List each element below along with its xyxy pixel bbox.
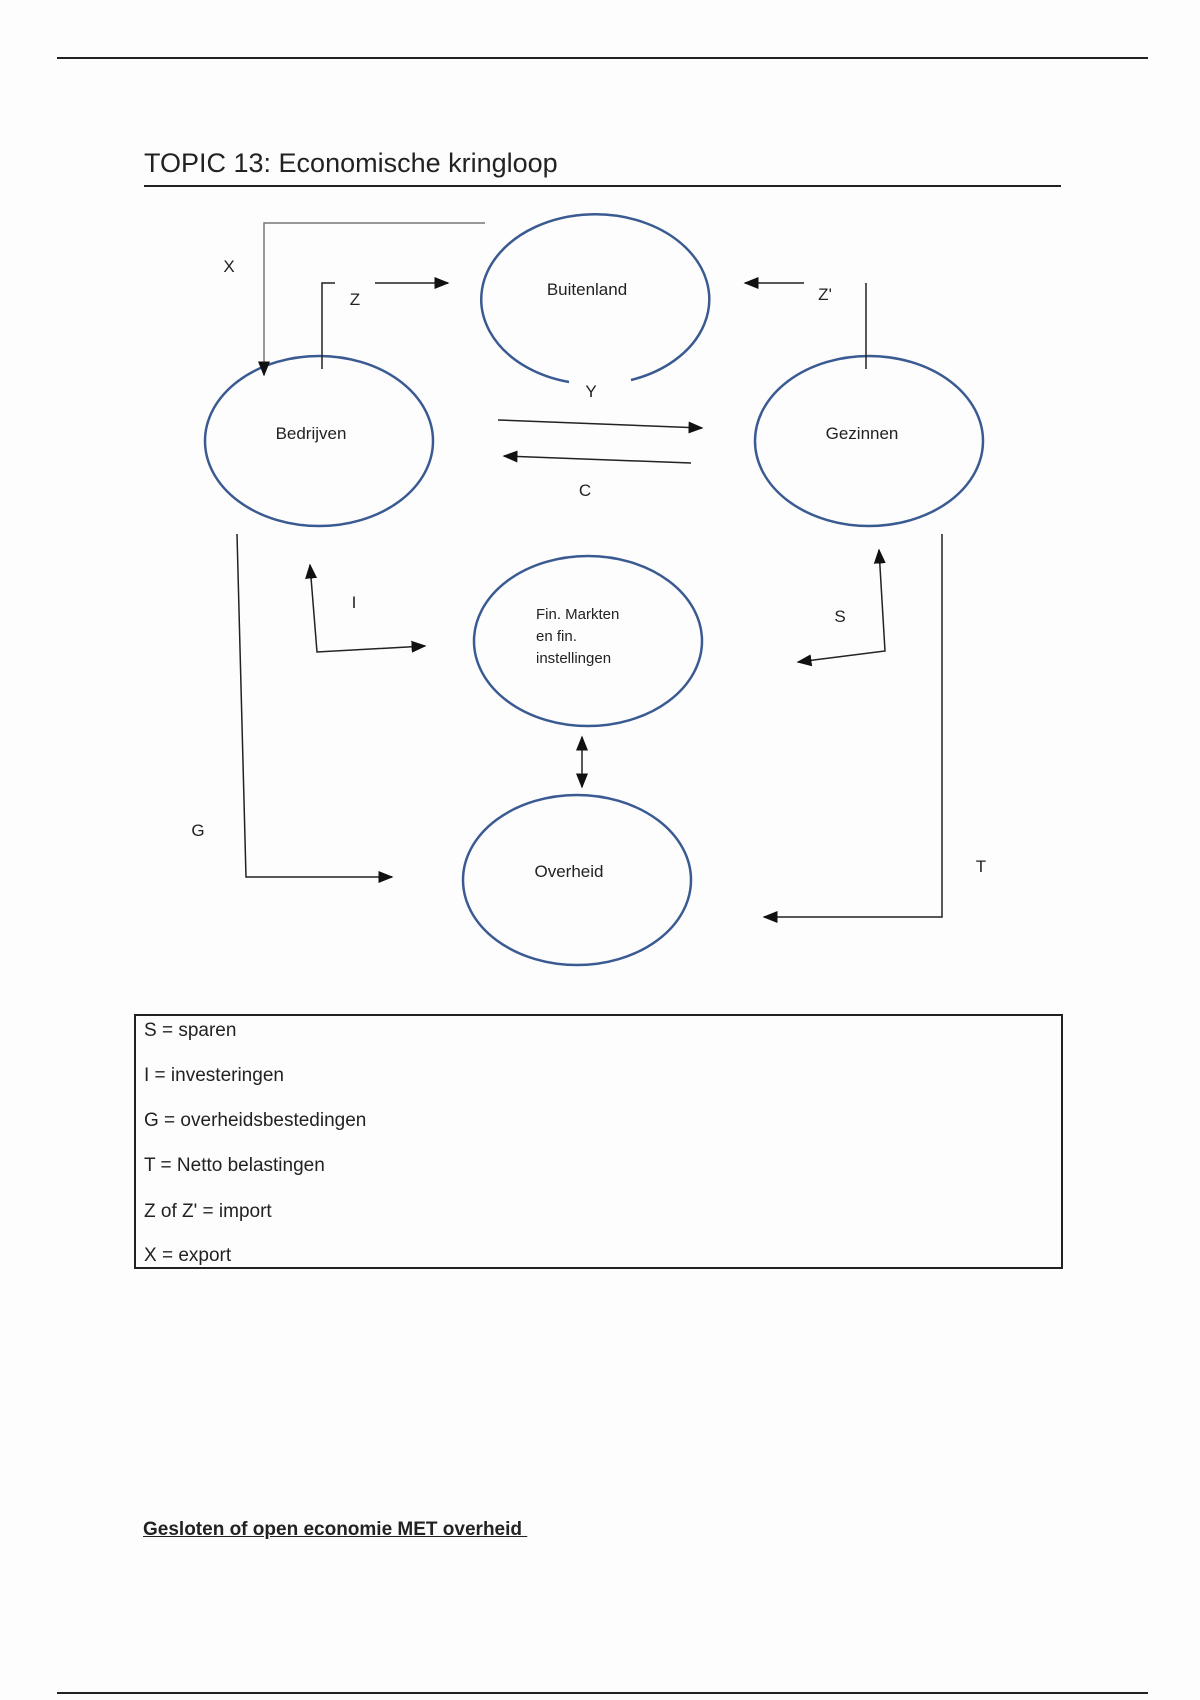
flow-s-label: S <box>834 607 846 626</box>
flow-c-arrow <box>502 450 692 464</box>
flow-z-label: Z <box>349 290 361 309</box>
legend-item: X = export <box>144 1245 232 1266</box>
flow-x-label: X <box>223 257 235 276</box>
node-bedrijven-circle <box>203 354 435 528</box>
flow-g-arrow <box>236 533 394 883</box>
circular-flow-diagram <box>203 213 985 967</box>
flow-t-label: T <box>975 857 987 876</box>
node-fin-circle <box>472 554 704 728</box>
node-buitenland-circle <box>480 213 711 384</box>
flow-y-arrow <box>497 419 704 434</box>
flow-y-label: Y <box>585 382 597 401</box>
flow-z-line <box>321 282 335 369</box>
node-gezinnen-label: Gezinnen <box>825 424 899 443</box>
legend-item: S = sparen <box>144 1020 237 1041</box>
fin-label-line: instellingen <box>536 650 612 667</box>
flow-zprime-label: Z' <box>818 285 832 304</box>
legend-box: S = sparen I = investeringen G = overhei… <box>134 1014 1063 1269</box>
legend-item: G = overheidsbestedingen <box>144 1110 367 1131</box>
title-underline <box>144 185 1061 187</box>
node-bedrijven-label: Bedrijven <box>275 424 347 443</box>
node-buitenland-label: Buitenland <box>546 280 628 299</box>
legend-item: Z of Z' = import <box>144 1201 272 1222</box>
flow-i-label: I <box>351 593 357 612</box>
legend-item: I = investeringen <box>144 1065 284 1086</box>
fin-label-line: Fin. Markten <box>536 606 620 623</box>
flow-i-arrow <box>305 563 427 653</box>
flow-s-arrow <box>796 548 886 667</box>
flow-c-label: C <box>578 481 592 500</box>
flow-x-arrow <box>258 222 485 377</box>
header-rule <box>57 57 1148 59</box>
node-overheid-label: Overheid <box>534 862 604 881</box>
node-gezinnen-circle <box>753 354 985 528</box>
footer-rule <box>57 1692 1148 1694</box>
flow-t-arrow <box>762 534 943 923</box>
fin-label-line: en fin. <box>536 628 577 645</box>
node-overheid-circle <box>461 793 693 967</box>
flow-g-label: G <box>191 821 205 840</box>
page-title: TOPIC 13: Economische kringloop <box>144 148 558 178</box>
section-heading: Gesloten of open economie MET overheid <box>143 1519 528 1540</box>
legend-item: T = Netto belastingen <box>144 1155 325 1176</box>
node-fin-label: Fin. Markten en fin. instellingen <box>536 604 619 670</box>
